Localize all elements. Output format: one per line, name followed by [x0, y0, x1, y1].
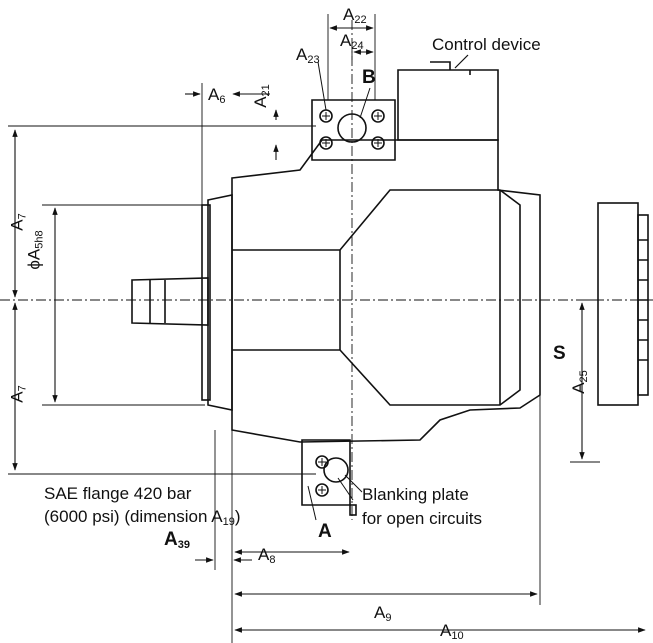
sae-flange-note-line1: SAE flange 420 bar — [44, 484, 192, 503]
port-b-flange — [311, 99, 396, 161]
port-a-label: A — [318, 521, 332, 542]
pump-housing — [231, 139, 541, 443]
dimension-a21: A21 — [250, 84, 272, 108]
port-b-label: B — [362, 67, 376, 88]
blanking-plate-note-line2: for open circuits — [362, 509, 482, 528]
dimension-a23: A23 — [296, 45, 320, 66]
sae-flange-note-line2: (6000 psi) (dimension A19) — [44, 507, 241, 528]
dimension-a6: A6 — [208, 85, 226, 106]
dimension-a10: A10 — [440, 621, 464, 642]
drive-shaft — [131, 277, 209, 326]
dimension-a7-bottom: A7 — [7, 385, 29, 403]
dimension-a24: A24 — [340, 31, 364, 52]
control-device-housing — [397, 69, 499, 141]
port-a-flange — [301, 439, 357, 516]
dimension-a22: A22 — [343, 5, 367, 26]
through-drive-flange — [597, 202, 649, 406]
blanking-plate-note-line1: Blanking plate — [362, 485, 469, 504]
dimension-a8: A8 — [258, 545, 276, 566]
dimension-a25: A25 — [568, 370, 590, 394]
dimension-a9: A9 — [374, 603, 392, 624]
swashplate-cone — [232, 189, 521, 406]
port-s-label: S — [553, 343, 566, 364]
dimension-a7-top: A7 — [7, 213, 29, 231]
control-device-label: Control device — [432, 35, 541, 54]
dimension-a39: A39 — [164, 529, 190, 551]
dimension-a5h8: ϕA5h8 — [24, 230, 46, 270]
mounting-flange — [207, 194, 233, 411]
